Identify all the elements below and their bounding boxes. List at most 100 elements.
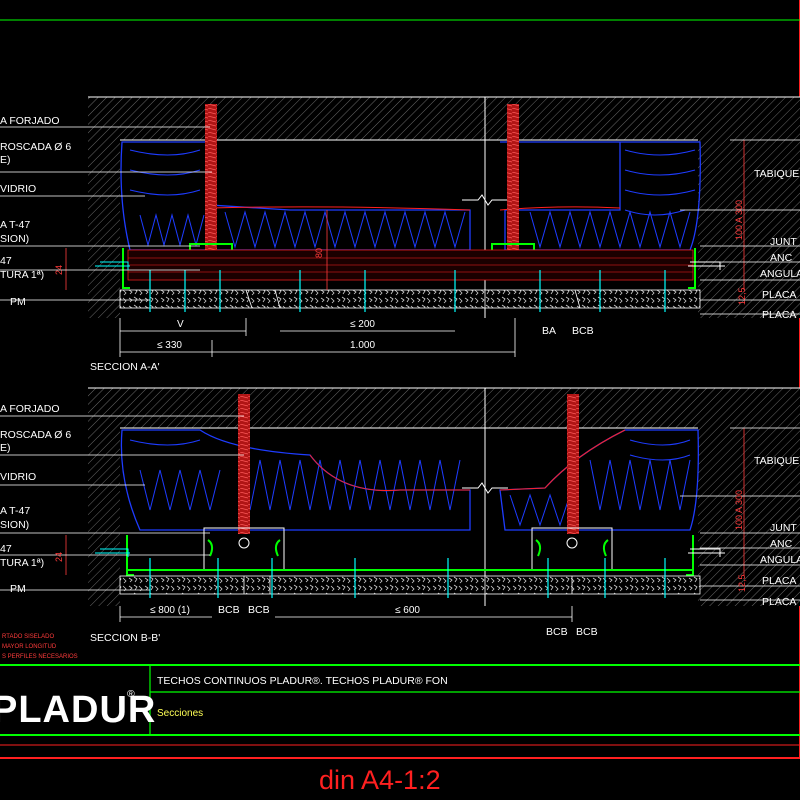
a-dim-80: 80 xyxy=(314,248,324,258)
a-dim-le330: ≤ 330 xyxy=(157,340,182,351)
a-tag-ba: BA xyxy=(542,325,556,337)
b-label-junt: JUNT xyxy=(770,522,797,534)
scale-label: din A4-1:2 xyxy=(319,765,441,795)
a-label-t47: A T-47 xyxy=(0,219,30,231)
dimensions-a xyxy=(119,318,516,357)
b-note-2: MAYOR LONGITUD xyxy=(2,644,57,650)
a-label-forjado: A FORJADO xyxy=(0,115,60,127)
left-wall-hatch xyxy=(88,140,120,318)
a-label-pm: PM xyxy=(10,296,26,308)
b-tag-bcb-1: BCB xyxy=(218,604,240,616)
slab-hatch-top xyxy=(88,97,800,140)
threaded-rod-right-b xyxy=(567,394,579,534)
titleblock xyxy=(0,664,800,746)
leaders-a xyxy=(0,126,800,315)
tb-subtitle: Secciones xyxy=(157,708,203,719)
slab-cavity-b xyxy=(120,428,698,576)
b-label-forjado: A FORJADO xyxy=(0,403,60,415)
plaster-board-b xyxy=(119,575,701,595)
a-label-47: 47 xyxy=(0,255,12,267)
a-label-anc: ANC xyxy=(770,252,793,264)
b-section-title: SECCION B-B' xyxy=(90,632,160,644)
a-dim-100-300: 100 A 300 xyxy=(734,200,744,240)
a-dim-12-5: 12,5 xyxy=(737,287,747,305)
hanger-left-pin xyxy=(238,537,250,549)
a-dim-le200: ≤ 200 xyxy=(350,319,375,330)
right-wall-hatch xyxy=(698,140,800,318)
screws-a xyxy=(149,270,666,312)
a-label-placa-2: PLACA xyxy=(762,309,796,321)
b-dim-le800: ≤ 800 (1) xyxy=(150,605,190,616)
slab-hatch-top-b xyxy=(88,388,800,428)
threaded-rod-left-b xyxy=(238,394,250,534)
tb-title: TECHOS CONTINUOS PLADUR®. TECHOS PLADUR®… xyxy=(157,675,448,687)
b-dim-12-5: 12,5 xyxy=(737,574,747,592)
hanger-left-clip xyxy=(207,539,281,557)
pladur-logo: PLADUR xyxy=(0,689,156,731)
b-label-e: E) xyxy=(0,442,11,454)
b-label-anc: ANC xyxy=(770,538,793,550)
a-label-e: E) xyxy=(0,154,11,166)
a-label-sion: SION) xyxy=(0,233,29,245)
section-a-drawing xyxy=(0,96,800,357)
b-label-placa-2: PLACA xyxy=(762,596,796,608)
b-label-47: 47 xyxy=(0,543,12,555)
a-label-tura: TURA 1ª) xyxy=(0,269,44,281)
a-label-vidrio: VIDRIO xyxy=(0,183,36,195)
a-tag-bcb: BCB xyxy=(572,325,594,337)
b-label-angula: ANGULA xyxy=(760,554,800,566)
b-bottom-tag-bcb-2: BCB xyxy=(576,626,598,638)
b-tag-bcb-2: BCB xyxy=(248,604,270,616)
a-dim-v: V xyxy=(177,319,184,330)
wall-anchor-left-a xyxy=(95,261,130,270)
hanger-right-pin xyxy=(566,537,578,549)
break-symbol-a xyxy=(462,194,508,206)
leaders-b xyxy=(0,415,800,601)
b-label-vidrio: VIDRIO xyxy=(0,471,36,483)
b-dim-100-300: 100 A 300 xyxy=(734,490,744,530)
hanger-right-clip xyxy=(535,539,609,557)
angle-profile-left-b xyxy=(126,535,134,576)
board-joint-a xyxy=(245,289,581,309)
b-bottom-tag-bcb-1: BCB xyxy=(546,626,568,638)
angle-profile-left-a xyxy=(122,248,130,289)
b-label-tura: TURA 1ª) xyxy=(0,557,44,569)
screws-b xyxy=(149,558,666,598)
a-dim-total: 1.000 xyxy=(350,340,375,351)
threaded-rod-left-a xyxy=(205,104,217,264)
b-dim-24: 24 xyxy=(54,552,64,562)
b-label-t47: A T-47 xyxy=(0,505,30,517)
insulation-zigzag-a xyxy=(129,149,696,249)
wall-anchor-left-b xyxy=(95,548,130,557)
a-label-roscada: ROSCADA Ø 6 xyxy=(0,141,71,153)
a-label-angula: ANGULA xyxy=(760,268,800,280)
dimensions-b xyxy=(119,606,573,622)
sheet-frame xyxy=(0,0,800,759)
b-label-sion: SION) xyxy=(0,519,29,531)
wall-anchor-right-b xyxy=(688,548,725,557)
threaded-rod-right-a xyxy=(507,104,519,264)
insulation-blanket-a xyxy=(120,141,701,251)
b-label-pm: PM xyxy=(10,583,26,595)
a-dim-24: 24 xyxy=(54,265,64,275)
pladur-logo-mark: ® xyxy=(127,688,135,700)
b-note-1: RTADO SISELADO xyxy=(2,634,54,640)
a-label-junt: JUNT xyxy=(770,236,797,248)
angle-profile-right-b xyxy=(686,535,694,576)
b-dim-le600: ≤ 600 xyxy=(395,605,420,616)
board-joint-b xyxy=(243,576,573,594)
section-b-drawing xyxy=(0,387,800,622)
left-wall-hatch-b xyxy=(88,428,120,606)
a-section-title: SECCION A-A' xyxy=(90,361,160,373)
plaster-board-a xyxy=(119,289,701,309)
insulation-zigzag-b xyxy=(129,439,691,527)
b-note-3: S PERFILES NECESARIOS xyxy=(2,654,78,660)
b-label-placa-1: PLACA xyxy=(762,575,796,587)
b-label-tabique: TABIQUE xyxy=(754,455,799,467)
a-label-tabique: TABIQUE xyxy=(754,168,799,180)
angle-profile-right-a xyxy=(688,248,696,289)
wall-anchor-right-a xyxy=(688,261,725,270)
a-label-placa-1: PLACA xyxy=(762,289,796,301)
b-label-roscada: ROSCADA Ø 6 xyxy=(0,429,71,441)
